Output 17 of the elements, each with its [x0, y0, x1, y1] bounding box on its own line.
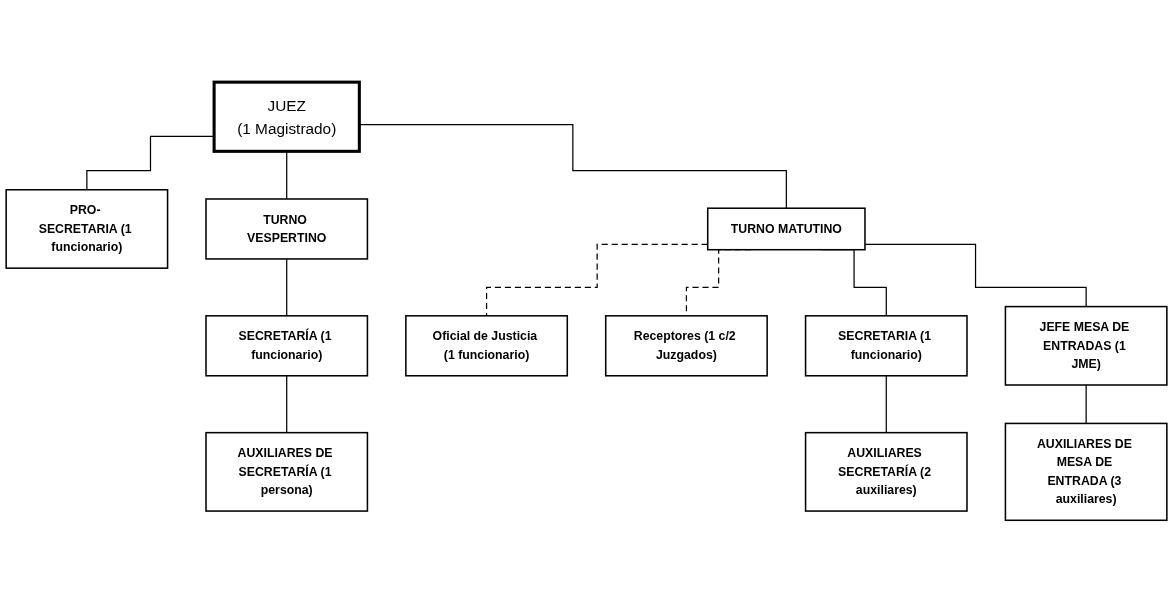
- connector: [885, 374, 887, 434]
- node-box: AUXILIARES SECRETARÍA (2 auxiliares): [804, 431, 968, 512]
- node-box: SECRETARÍA (1 funcionario): [205, 314, 369, 377]
- connector: [1085, 384, 1087, 424]
- node-box: AUXILIARES DE SECRETARÍA (1 persona): [205, 431, 369, 512]
- connector: [286, 258, 288, 317]
- node-box: TURNO VESPERTINO: [205, 198, 369, 260]
- node-box: JUEZ (1 Magistrado): [212, 80, 361, 153]
- node-box: AUXILIARES DE MESA DE ENTRADA (3 auxiliares): [1004, 422, 1168, 521]
- node-box: JEFE MESA DE ENTRADAS (1 JME): [1004, 305, 1168, 386]
- node-box: PRO- SECRETARIA (1 funcionario): [5, 188, 169, 269]
- node-box: SECRETARIA (1 funcionario): [804, 314, 968, 377]
- node-box: Oficial de Justicia (1 funcionario): [405, 314, 569, 377]
- connector: [864, 243, 1087, 307]
- node-box: Receptores (1 c/2 Juzgados): [604, 314, 768, 377]
- node-box: TURNO MATUTINO: [706, 207, 866, 251]
- connector: [286, 374, 288, 434]
